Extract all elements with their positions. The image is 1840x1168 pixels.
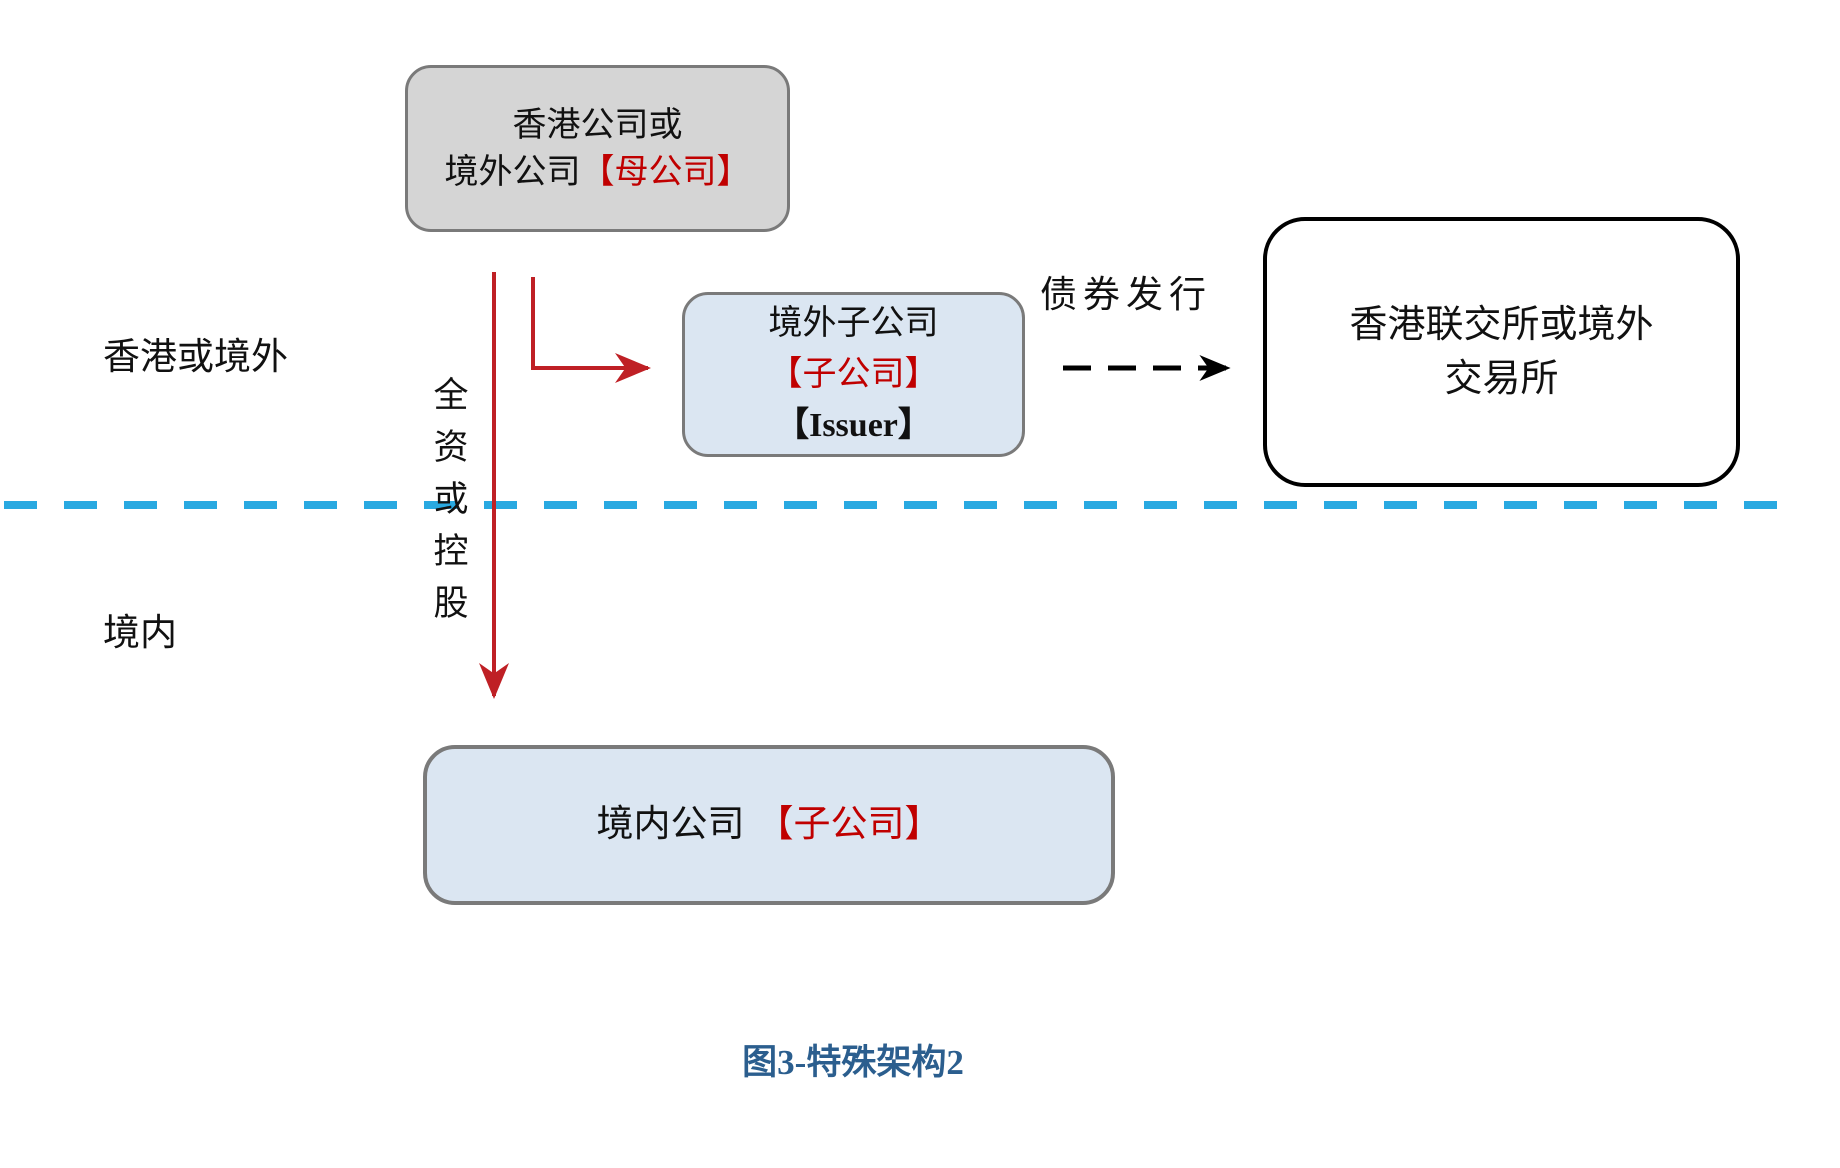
figure-caption: 图3-特殊架构2	[742, 1043, 964, 1082]
parent-to-offshore-sub-arrow	[531, 277, 651, 383]
region-label-onshore: 境内	[103, 613, 177, 654]
offshore-subsidiary-name: 境外子公司	[768, 305, 939, 342]
parent-company-box: 香港公司或 境外公司【母公司】	[405, 65, 790, 232]
parent-company-line2: 境外公司【母公司】	[445, 149, 751, 196]
domestic-subsidiary-name: 境内公司	[596, 804, 745, 845]
parent-company-line1: 香港公司或	[512, 106, 683, 144]
offshore-subsidiary-role-tag: 【子公司】	[768, 356, 939, 393]
domestic-subsidiary-box: 境内公司【子公司】	[423, 745, 1115, 905]
exchange-box: 香港联交所或境外 交易所	[1263, 217, 1740, 487]
offshore-subsidiary-issuer-tag: 【Issuer】	[775, 407, 932, 444]
exchange-name-line2: 交易所	[1444, 358, 1559, 400]
ownership-edge-label: 全资或控股	[433, 376, 469, 623]
parent-company-role-tag: 【母公司】	[580, 153, 751, 191]
offshore-subsidiary-box: 境外子公司 【子公司】 【Issuer】	[682, 292, 1025, 457]
bond-issuance-edge-label: 债券发行	[1040, 275, 1212, 316]
exchange-name-line1: 香港联交所或境外	[1349, 304, 1654, 346]
domestic-subsidiary-role-tag: 【子公司】	[756, 804, 942, 845]
region-label-offshore: 香港或境外	[103, 337, 288, 378]
parent-company-name: 境外公司	[444, 153, 581, 191]
